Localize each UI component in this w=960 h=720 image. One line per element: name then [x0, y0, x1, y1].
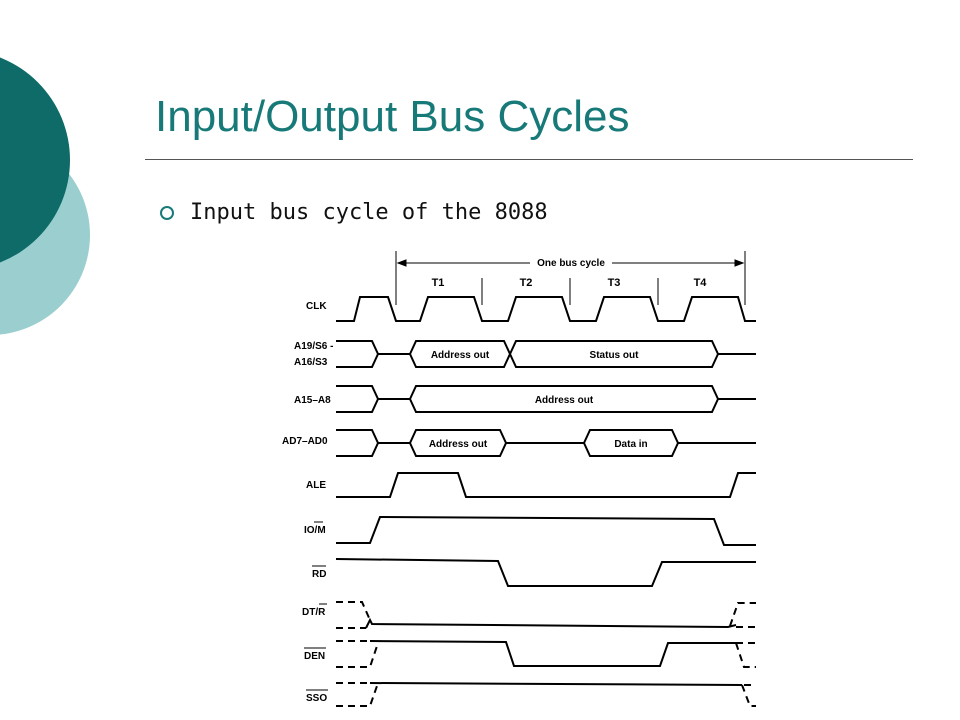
bus-cycle-span	[395, 251, 746, 305]
a19-bus-waveform	[336, 340, 756, 368]
label-clk: CLK	[306, 301, 327, 312]
label-a19: A19/S6 -	[294, 341, 333, 352]
label-a15: A15–A8	[294, 395, 331, 406]
title-divider	[145, 159, 913, 160]
a19-status-out-label: Status out	[590, 350, 640, 361]
sso-waveform	[336, 682, 756, 707]
label-a16: A16/S3	[294, 357, 328, 368]
state-t3: T3	[608, 277, 621, 289]
a19-address-out-label: Address out	[431, 350, 490, 361]
bullet-text: Input bus cycle of the 8088	[190, 200, 548, 225]
ad-data-in-label: Data in	[614, 439, 647, 450]
iom-waveform	[336, 515, 756, 546]
bullet-item: Input bus cycle of the 8088	[158, 200, 548, 225]
a15-bus-waveform	[336, 385, 756, 413]
ad-address-out-label: Address out	[429, 439, 488, 450]
dark-arc	[0, 57, 70, 263]
label-iom: IO/M	[304, 525, 326, 536]
ale-waveform	[336, 472, 756, 498]
label-ad7: AD7–AD0	[282, 436, 328, 447]
rd-waveform	[335, 558, 756, 587]
label-ale: ALE	[306, 480, 326, 491]
hollow-circle-bullet-icon	[160, 205, 174, 220]
a15-address-out-label: Address out	[535, 395, 594, 406]
label-sso: SSO	[306, 693, 327, 704]
decorative-arcs	[0, 57, 90, 335]
den-waveform	[336, 640, 756, 668]
label-dtr: DT/R	[302, 607, 326, 618]
slide-title: Input/Output Bus Cycles	[155, 92, 630, 141]
state-t2: T2	[520, 277, 533, 289]
state-t1: T1	[432, 277, 445, 289]
label-den: DEN	[304, 651, 325, 662]
dtr-waveform	[336, 601, 756, 629]
timing-diagram: One bus cycle T1 T2 T3 T4 CLK A19/S6 - A…	[282, 251, 756, 707]
state-t4: T4	[694, 277, 708, 289]
ad-bus-waveform	[336, 429, 756, 457]
clk-waveform	[336, 296, 756, 322]
label-rd: RD	[312, 569, 326, 580]
bus-cycle-label: One bus cycle	[537, 258, 605, 269]
